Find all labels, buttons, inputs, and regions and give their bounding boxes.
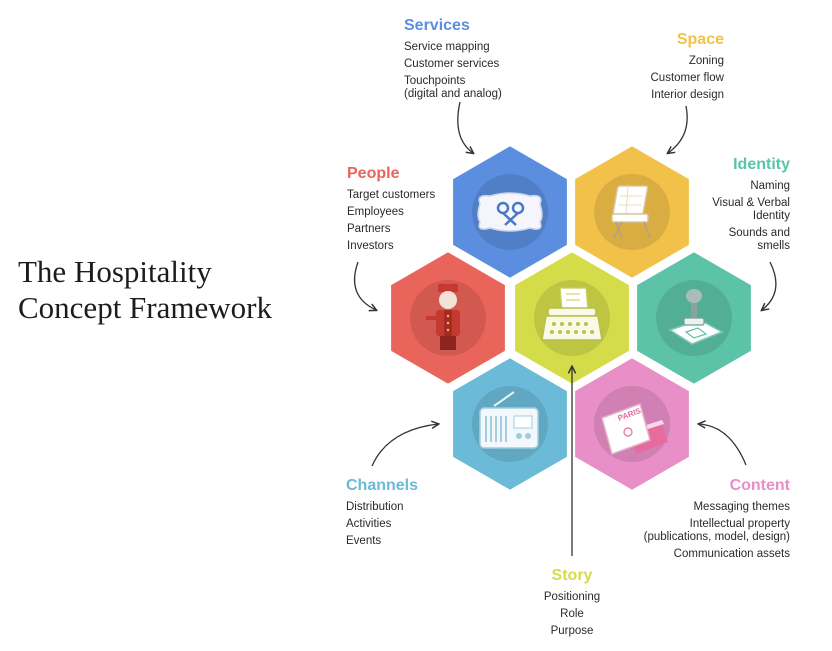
identity-item-5: smells <box>757 240 790 252</box>
people-block: People Target customers Employees Partne… <box>347 164 435 255</box>
content-item-3: (publications, model, design) <box>643 531 790 543</box>
channels-block: Channels Distribution Activities Events <box>346 476 418 550</box>
people-item-4: Investors <box>347 240 394 252</box>
bellhop-icon <box>426 284 460 350</box>
people-item-2: Employees <box>347 206 404 218</box>
channels-arrow <box>371 424 438 467</box>
title-line-2: Concept Framework <box>18 290 272 325</box>
services-item-2: Customer services <box>404 58 500 70</box>
identity-item-2: Visual & Verbal <box>712 197 790 209</box>
people-arrow <box>353 261 376 310</box>
identity-item-1: Naming <box>750 180 790 192</box>
story-block: Story Positioning Role Purpose <box>522 566 622 640</box>
services-item-1: Service mapping <box>404 41 490 53</box>
people-item-1: Target customers <box>347 189 436 201</box>
services-arrow <box>457 101 473 153</box>
stamp-icon <box>668 289 724 345</box>
space-block: Space Zoning Customer flow Interior desi… <box>651 30 725 104</box>
content-heading: Content <box>729 477 790 494</box>
identity-arrow <box>762 261 777 310</box>
identity-item-4: Sounds and <box>728 227 790 239</box>
title-line-1: The Hospitality <box>18 254 212 289</box>
cushion-keys-icon <box>477 192 543 232</box>
space-arrow <box>668 105 688 153</box>
people-heading: People <box>347 165 400 182</box>
radio-icon <box>479 391 539 449</box>
story-heading: Story <box>551 567 593 584</box>
content-block: Content Messaging themes Intellectual pr… <box>644 476 790 563</box>
channels-heading: Channels <box>346 477 419 494</box>
services-heading: Services <box>404 17 470 34</box>
space-item-2: Customer flow <box>650 72 725 84</box>
books-icon: PARIS <box>601 403 668 455</box>
content-arrow <box>699 424 747 466</box>
identity-heading: Identity <box>733 156 790 173</box>
services-block: Services Service mapping Customer servic… <box>404 16 502 103</box>
page-title: The Hospitality Concept Framework <box>18 254 272 326</box>
chair-icon <box>611 185 651 239</box>
channels-item-1: Distribution <box>346 501 404 513</box>
story-item-2: Role <box>560 608 584 620</box>
channels-item-3: Events <box>346 535 382 547</box>
content-item-2: Intellectual property <box>689 518 790 530</box>
space-heading: Space <box>676 31 724 48</box>
space-item-3: Interior design <box>651 89 724 101</box>
content-item-1: Messaging themes <box>693 501 790 513</box>
story-item-3: Purpose <box>550 625 594 637</box>
channels-item-2: Activities <box>346 518 392 530</box>
story-item-1: Positioning <box>543 591 601 603</box>
services-item-4: (digital and analog) <box>404 88 502 100</box>
people-item-3: Partners <box>347 223 391 235</box>
services-item-3: Touchpoints <box>404 75 466 87</box>
space-item-1: Zoning <box>688 55 724 67</box>
identity-block: Identity Naming Visual & Verbal Identity… <box>712 155 790 255</box>
identity-item-3: Identity <box>752 210 790 222</box>
content-item-4: Communication assets <box>673 548 790 560</box>
typewriter-icon <box>541 287 603 341</box>
